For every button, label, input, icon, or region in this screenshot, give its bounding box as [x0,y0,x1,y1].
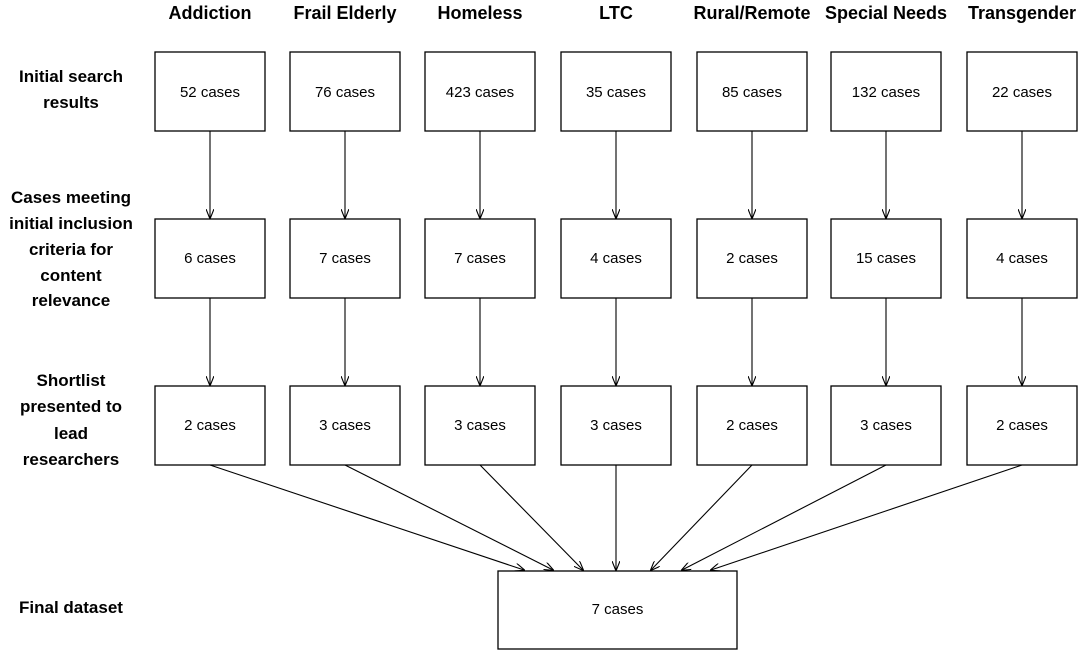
flow-arrow [209,464,524,570]
column-header: LTC [599,3,633,23]
stage-label-line: presented to [20,397,122,416]
case-count: 132 cases [852,84,920,101]
case-count: 2 cases [996,417,1048,434]
stage-box [560,51,672,132]
stage-box [560,218,672,299]
final-count: 7 cases [592,601,644,618]
stage-box [966,51,1078,132]
stage-label-line: results [43,93,99,112]
case-count: 76 cases [315,84,375,101]
stage-label-line: criteria for [29,240,113,259]
stage-box [154,51,266,132]
stage-box [154,218,266,299]
stage-label-line: relevance [32,291,110,310]
column-header: Addiction [169,3,252,23]
stage-box [696,51,808,132]
case-count: 6 cases [184,250,236,267]
flow-arrow [711,464,1023,570]
column-header: Frail Elderly [293,3,396,23]
stage-box [289,218,401,299]
stage-box [424,385,536,466]
stage-label-line: researchers [23,450,119,469]
stage-label-line: initial inclusion [9,214,133,233]
stage-box [966,218,1078,299]
case-count: 22 cases [992,84,1052,101]
flow-arrow [651,464,753,570]
stage-label-line: lead [54,424,88,443]
case-count: 4 cases [590,250,642,267]
case-count: 423 cases [446,84,514,101]
column-header: Special Needs [825,3,947,23]
boxes: 52 cases 76 cases 423 cases 35 cases 85 case… [154,51,1078,650]
stage-box [830,218,942,299]
stage-box [696,218,808,299]
flow-arrow [682,464,887,570]
case-count: 4 cases [996,250,1048,267]
column-header: Transgender [968,3,1076,23]
stage-box [154,385,266,466]
case-count: 35 cases [586,84,646,101]
final-dataset-label: Final dataset [19,598,123,617]
column-headers: Addiction Frail Elderly Homeless LTC Rural/R… [169,3,1077,23]
case-count: 2 cases [726,250,778,267]
stage-box [696,385,808,466]
stage-label-line: Cases meeting [11,188,131,207]
stage-box [560,385,672,466]
final-dataset-box [497,570,738,650]
stage-box [966,385,1078,466]
case-count: 85 cases [722,84,782,101]
stage-label-line: Shortlist [37,371,106,390]
flow-arrow [479,464,583,570]
column-header: Homeless [437,3,522,23]
case-count: 2 cases [184,417,236,434]
stage-box [830,385,942,466]
connectors [210,131,1022,570]
stage-box [289,385,401,466]
case-count: 3 cases [860,417,912,434]
stage-box [424,51,536,132]
stage-box [289,51,401,132]
case-count: 7 cases [319,250,371,267]
case-count: 52 cases [180,84,240,101]
column-header: Rural/Remote [693,3,810,23]
case-count: 3 cases [590,417,642,434]
case-count: 7 cases [454,250,506,267]
stage-label-line: Initial search [19,67,123,86]
case-count: 15 cases [856,250,916,267]
stage-label-line: content [40,266,102,285]
case-count: 3 cases [319,417,371,434]
stage-box [830,51,942,132]
case-count: 2 cases [726,417,778,434]
flow-arrow [344,464,553,570]
stage-box [424,218,536,299]
case-count: 3 cases [454,417,506,434]
